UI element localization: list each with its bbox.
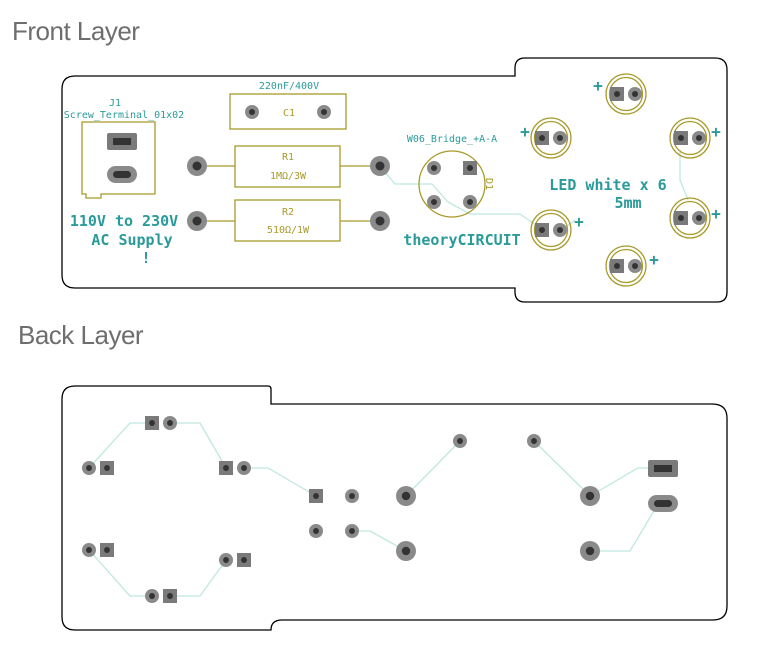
led-plus-label: + — [711, 204, 721, 223]
led-plus-label: + — [574, 212, 584, 231]
led: + — [669, 197, 721, 239]
pad-drill — [86, 547, 92, 553]
pad-drill — [192, 216, 202, 226]
pad-drill — [249, 109, 255, 115]
r1-ref-label: R1 — [282, 152, 294, 163]
pad-drill — [313, 493, 319, 499]
led: + — [520, 117, 572, 159]
back-layer-title: Back Layer — [18, 320, 144, 350]
pad-drill — [192, 161, 202, 171]
pad-drill — [313, 528, 319, 534]
led-plus-label: + — [520, 122, 530, 141]
supply-text-line3: ! — [141, 249, 150, 267]
back-traces — [88, 422, 659, 597]
pad-drill — [654, 500, 672, 507]
bridge-ref-label: D1 — [483, 178, 494, 190]
pad-drill — [113, 171, 131, 178]
pad-drill — [431, 165, 437, 171]
back-layer — [61, 385, 728, 631]
pad-drill — [149, 420, 155, 426]
led-plus-label: + — [711, 122, 721, 141]
led-text-line1: LED white x 6 — [549, 176, 666, 194]
pad-drill — [375, 216, 385, 226]
pad-drill — [241, 465, 247, 471]
led: + — [605, 245, 659, 287]
led-plus-label: + — [649, 250, 659, 269]
back-pads — [82, 416, 678, 603]
pad-drill — [86, 465, 92, 471]
supply-text-line2: AC Supply — [91, 231, 172, 249]
front-board-outline — [61, 57, 728, 303]
back-board-outline — [61, 385, 728, 631]
resistor-r2: R2 510Ω/1W — [187, 199, 390, 242]
pad-drill — [375, 161, 385, 171]
pad-drill — [149, 593, 155, 599]
pad-drill — [241, 557, 247, 563]
pad-drill — [223, 557, 229, 563]
connector-ref-label: J1 — [109, 98, 121, 109]
r1-value-label: 1MΩ/3W — [270, 171, 307, 182]
pad-drill — [167, 420, 173, 426]
resistor-r1: R1 1MΩ/3W — [187, 145, 390, 188]
supply-text-line1: 110V to 230V — [70, 212, 178, 230]
bridge-value-label: W06_Bridge_+A-A — [407, 134, 497, 145]
pad-drill — [585, 491, 595, 501]
pad-drill — [223, 465, 229, 471]
led-array: + + + + + + — [520, 73, 721, 287]
pad-drill — [349, 493, 355, 499]
led-plus-label: + — [593, 76, 603, 95]
pad-drill — [457, 438, 463, 444]
pad-drill — [113, 138, 131, 145]
front-layer-title: Front Layer — [12, 16, 140, 46]
pad-drill — [104, 465, 110, 471]
capacitor-c1: 220nF/400V C1 — [229, 81, 347, 130]
pad-drill — [585, 546, 595, 556]
led: + — [669, 117, 721, 159]
capacitor-ref-label: C1 — [283, 108, 295, 119]
pad-drill — [467, 165, 473, 171]
pad-drill — [167, 593, 173, 599]
connector-value-label: Screw_Terminal_01x02 — [64, 110, 184, 121]
r2-value-label: 510Ω/1W — [267, 225, 310, 236]
front-layer: J1 Screw_Terminal_01x02 110V to 230V AC … — [61, 57, 728, 303]
capacitor-value-label: 220nF/400V — [259, 81, 319, 92]
led: + — [530, 209, 584, 251]
pad-drill — [401, 491, 411, 501]
r2-ref-label: R2 — [282, 207, 294, 218]
pad-drill — [467, 199, 473, 205]
bridge-d1: W06_Bridge_+A-A D1 — [407, 134, 497, 218]
pad-drill — [104, 547, 110, 553]
connector-j1: J1 Screw_Terminal_01x02 — [64, 98, 184, 199]
pad-drill — [531, 438, 537, 444]
pad-drill — [401, 546, 411, 556]
brand-text: theoryCIRCUIT — [403, 231, 520, 249]
pad-drill — [321, 109, 327, 115]
led-text-line2: 5mm — [614, 194, 641, 212]
pad-drill — [431, 199, 437, 205]
pad-drill — [654, 465, 672, 472]
led: + — [593, 73, 647, 115]
pad-drill — [349, 528, 355, 534]
